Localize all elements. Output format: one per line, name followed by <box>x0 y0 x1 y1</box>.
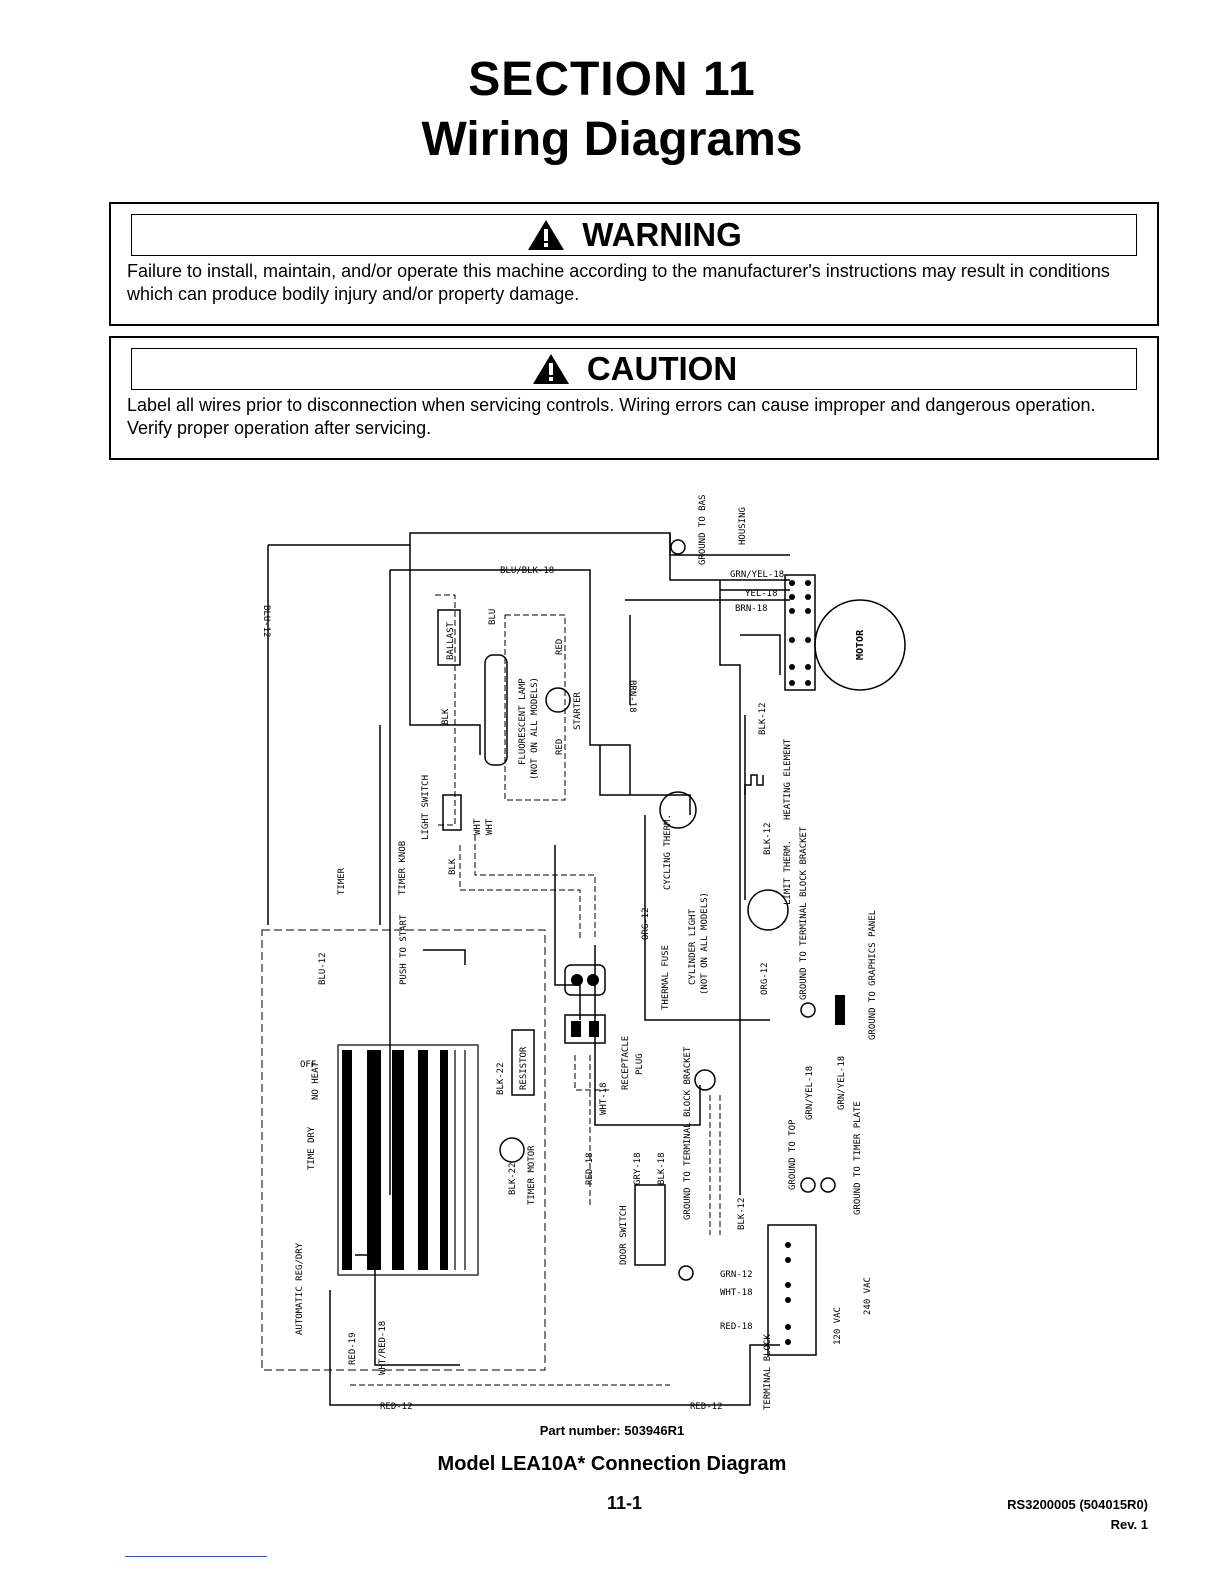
label-wht-b: WHT <box>485 818 495 835</box>
label-red18-a: RED-18 <box>585 1152 595 1185</box>
warning-heading: WARNING <box>582 216 742 253</box>
label-timer-knob: TIMER KNOB <box>398 841 408 895</box>
label-light-switch: LIGHT SWITCH <box>421 775 431 840</box>
label-door-switch: DOOR SWITCH <box>619 1205 629 1265</box>
label-starter: STARTER <box>573 691 583 730</box>
label-push-start: PUSH TO START <box>399 914 409 985</box>
label-red18-b: RED-18 <box>720 1322 753 1332</box>
label-grn-yel-b: GRN/YEL-18 <box>837 1056 847 1110</box>
label-housing: HOUSING <box>738 507 748 545</box>
label-ballast: BALLAST <box>446 621 456 660</box>
label-thermal-fuse: THERMAL FUSE <box>661 945 671 1010</box>
doc-id-block: RS3200005 (504015R0) Rev. 1 <box>1007 1495 1148 1535</box>
label-blu-blk18: BLU/BLK-18 <box>500 566 554 576</box>
label-limit: LIMIT THERM. <box>783 840 793 905</box>
label-blk-a: BLK <box>441 708 451 725</box>
label-yel18: YEL-18 <box>745 589 778 599</box>
label-not-all-b: (NOT ON ALL MODELS) <box>700 892 710 995</box>
label-wht-a: WHT <box>473 818 483 835</box>
warning-triangle-icon <box>528 220 565 250</box>
label-brn18-b: BRN-18 <box>627 680 637 713</box>
label-fluorescent: FLUORESCENT LAMP <box>518 678 528 765</box>
label-blk22-b: BLK-22 <box>508 1162 518 1195</box>
label-time-dry: TIME DRY <box>307 1126 317 1170</box>
label-auto: AUTOMATIC REG/DRY <box>295 1242 305 1335</box>
page-number: 11-1 <box>607 1493 643 1513</box>
label-blu12-a: BLU-12 <box>261 605 271 638</box>
label-ground-timer: GROUND TO TIMER PLATE <box>853 1101 863 1215</box>
label-120vac: 120 VAC <box>833 1307 843 1345</box>
section-subtitle: Wiring Diagrams <box>421 113 803 166</box>
label-gtb-b: GROUND TO TERMINAL BLOCK BRACKET <box>683 1046 693 1220</box>
label-grn-yel18: GRN/YEL-18 <box>730 570 784 580</box>
warning-text: Failure to install, maintain, and/or ope… <box>127 261 1110 304</box>
diagram-caption: Model LEA10A* Connection Diagram <box>437 1453 787 1475</box>
label-ground-top: GROUND TO TOP <box>788 1119 798 1190</box>
caution-header: CAUTION <box>131 348 1137 390</box>
label-heating: HEATING ELEMENT <box>783 738 793 820</box>
caution-box: CAUTION Label all wires prior to disconn… <box>109 336 1159 460</box>
wiring-diagram: HOUSING GROUND TO BASE MOTOR BLU-12 BLU/… <box>261 495 906 1412</box>
label-timer: TIMER <box>337 867 347 895</box>
label-red-b: RED <box>555 739 565 755</box>
label-wht18-b: WHT-18 <box>720 1288 753 1298</box>
label-timer-motor: TIMER MOTOR <box>527 1145 537 1205</box>
label-wht18-a: WHT-18 <box>599 1082 609 1115</box>
label-blk12-b: BLK-12 <box>763 822 773 855</box>
label-resistor: RESISTOR <box>519 1046 529 1090</box>
label-org12-a: ORG-12 <box>641 907 651 940</box>
doc-id: RS3200005 (504015R0) <box>1007 1497 1148 1512</box>
label-red12-a: RED-12 <box>380 1402 413 1412</box>
label-receptacle: RECEPTACLE <box>621 1036 631 1090</box>
label-blu: BLU <box>488 609 498 625</box>
label-red12-b: RED-12 <box>690 1402 723 1412</box>
label-blu12-b: BLU-12 <box>318 952 328 985</box>
label-blk22-a: BLK-22 <box>496 1062 506 1095</box>
label-blk12-a: BLK-12 <box>758 702 768 735</box>
label-motor: MOTOR <box>855 629 866 660</box>
label-org12-b: ORG-12 <box>760 962 770 995</box>
label-ground-graphics: GROUND TO GRAPHICS PANEL <box>868 910 878 1040</box>
label-wht-red18: WHT/RED-18 <box>378 1321 388 1375</box>
caution-text: Label all wires prior to disconnection w… <box>127 395 1096 438</box>
part-number: Part number: 503946R1 <box>539 1423 685 1438</box>
label-terminal-block: TERMINAL BLOCK <box>763 1334 773 1410</box>
label-ground-base: GROUND TO BASE <box>698 495 708 565</box>
revision: Rev. 1 <box>1110 1517 1148 1532</box>
label-cycling: CYCLING THERM. <box>663 814 673 890</box>
label-red-a: RED <box>555 639 565 655</box>
footer-rule <box>125 1556 267 1557</box>
label-off: OFF <box>300 1060 316 1070</box>
label-cyl-light: CYLINDER LIGHT <box>688 909 698 985</box>
label-blk12-c: BLK-12 <box>737 1197 747 1230</box>
caution-triangle-icon <box>532 354 569 384</box>
label-grn-yel-a: GRN/YEL-18 <box>805 1066 815 1120</box>
caution-heading: CAUTION <box>586 350 738 387</box>
label-gtb-a: GROUND TO TERMINAL BLOCK BRACKET <box>799 826 809 1000</box>
label-brn18: BRN-18 <box>735 604 768 614</box>
label-blk18: BLK-18 <box>657 1152 667 1185</box>
label-grn12: GRN-12 <box>720 1270 753 1280</box>
warning-box: WARNING Failure to install, maintain, an… <box>109 202 1159 326</box>
label-blk-b: BLK <box>448 858 458 875</box>
label-no-heat: NO HEAT <box>311 1061 321 1100</box>
label-not-all-a: (NOT ON ALL MODELS) <box>530 677 540 780</box>
label-gry18: GRY-18 <box>633 1152 643 1185</box>
label-plug: PLUG <box>635 1053 645 1075</box>
label-red19: RED-19 <box>348 1332 358 1365</box>
label-240vac: 240 VAC <box>863 1277 873 1315</box>
section-title: SECTION 11 <box>468 53 756 106</box>
warning-header: WARNING <box>131 214 1137 256</box>
